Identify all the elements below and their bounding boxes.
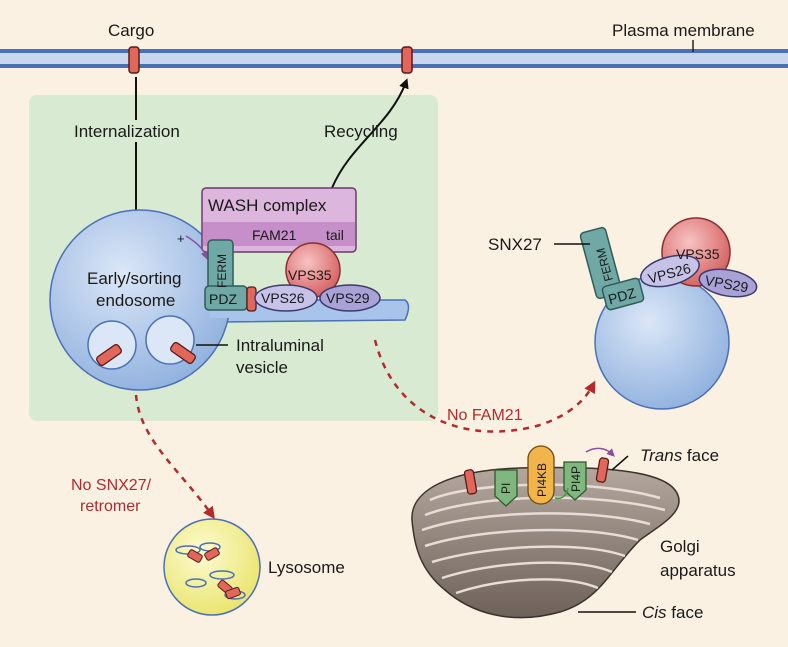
vps35-label-endosome: VPS35 xyxy=(288,267,332,283)
pi-marker xyxy=(494,469,518,507)
trans-face-line xyxy=(611,455,629,471)
tail-label: tail xyxy=(326,227,344,243)
pi4kb-enzyme xyxy=(527,445,555,505)
recycled-cargo xyxy=(401,46,413,74)
ferm-label-endosome: FERM xyxy=(215,254,229,288)
endosome-label-line1: Early/sorting xyxy=(87,269,181,288)
vps29-label-endosome: VPS29 xyxy=(326,290,370,306)
plasma-membrane xyxy=(0,49,788,68)
no-snx27-label-line1: No SNX27/ xyxy=(71,477,152,494)
pi4kb-label: PI4KB xyxy=(535,463,549,497)
pi4p-label: PI4P xyxy=(569,466,583,492)
golgi-apparatus xyxy=(411,466,680,619)
intraluminal-label-line1: Intraluminal xyxy=(236,336,324,355)
vps26-label-endosome: VPS26 xyxy=(261,290,305,306)
lysosome xyxy=(163,518,261,616)
no-fam21-label: No FAM21 xyxy=(447,407,523,424)
snx27-endosome xyxy=(204,239,248,311)
wash-complex xyxy=(201,187,357,253)
internalization-label-bg xyxy=(70,120,210,142)
trans-face-label: Trans face xyxy=(640,446,719,465)
cis-face-label: Cis face xyxy=(642,603,703,622)
vps35-label-carrier: VPS35 xyxy=(676,246,720,262)
phosphorylation-arrow xyxy=(554,487,569,500)
cargo-in-membrane xyxy=(128,46,140,74)
plus-sign: + xyxy=(177,231,185,246)
retromer-carrier xyxy=(640,217,758,298)
no-snx27-arrow xyxy=(134,394,215,520)
lysosome-label: Lysosome xyxy=(268,558,345,577)
intraluminal-label-line2: vesicle xyxy=(236,358,288,377)
pdz-label-endosome: PDZ xyxy=(209,291,237,307)
endosome-label-line2: endosome xyxy=(96,291,175,310)
intraluminal-vesicles xyxy=(87,315,196,370)
wash-complex-label: WASH complex xyxy=(208,196,327,215)
pi4p-marker xyxy=(563,461,587,501)
retromer-endosome xyxy=(254,242,381,312)
golgi-cargo-left xyxy=(463,469,478,495)
golgi-cargo-right xyxy=(595,457,610,483)
snx27-label: SNX27 xyxy=(488,235,542,254)
recycling-arrow xyxy=(331,78,409,189)
vps29-label-carrier: VPS29 xyxy=(704,272,750,295)
pi-label: PI xyxy=(499,483,513,494)
fam21-ferm-interaction-arrow xyxy=(185,235,209,260)
no-fam21-arrow xyxy=(373,339,596,433)
no-snx27-label-line2: retromer xyxy=(80,498,141,515)
snx27-carrier xyxy=(579,226,645,311)
plasma-membrane-label: Plasma membrane xyxy=(612,21,755,40)
golgi-label-line2: apparatus xyxy=(660,561,736,580)
fam21-label: FAM21 xyxy=(252,227,297,243)
recycling-label: Recycling xyxy=(324,122,398,141)
pi4p-cargo-arrow xyxy=(585,447,615,457)
cargo-label: Cargo xyxy=(108,21,154,40)
pdz-label-carrier: PDZ xyxy=(606,285,638,308)
golgi-label-line1: Golgi xyxy=(660,537,700,556)
internalization-label: Internalization xyxy=(74,122,180,141)
